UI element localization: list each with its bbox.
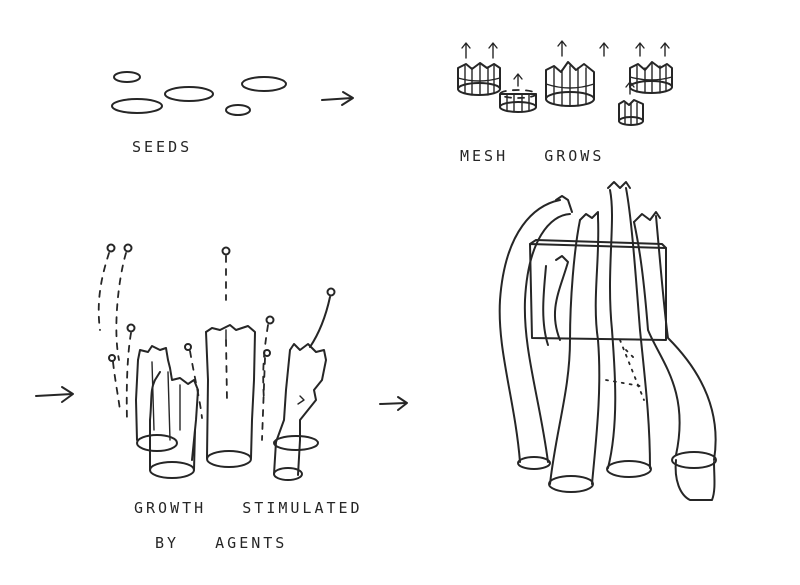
seeds-group <box>111 71 287 116</box>
label-mesh-grows: MESH GROWS <box>460 147 605 165</box>
seed <box>164 86 214 102</box>
seed <box>111 98 163 114</box>
limb <box>498 199 561 463</box>
grown-column <box>135 345 199 479</box>
arrow-right-icon <box>35 386 74 403</box>
limb <box>633 221 681 456</box>
seed <box>113 71 141 83</box>
label-seeds: SEEDS <box>132 138 193 156</box>
mesh-cylinder <box>499 89 537 113</box>
mesh-cylinder <box>629 61 673 94</box>
arrow-right-icon <box>321 91 354 106</box>
limb <box>607 189 617 469</box>
mesh-group <box>457 40 673 126</box>
grown-column <box>273 343 327 481</box>
seed <box>241 76 287 92</box>
mesh-cylinder <box>618 99 644 126</box>
grown-column <box>205 324 256 468</box>
label-growth-line2: BY AGENTS <box>155 534 288 552</box>
bounding-box <box>529 243 667 341</box>
agent-growth-group <box>97 243 336 481</box>
label-growth-line1: GROWTH STIMULATED <box>134 499 363 517</box>
mesh-cylinder <box>457 62 501 96</box>
mesh-cylinder <box>545 61 595 107</box>
seed <box>225 104 251 116</box>
result-structure <box>498 181 717 501</box>
up-arrows <box>461 40 670 95</box>
limb <box>549 219 581 485</box>
arrow-right-icon <box>379 396 408 411</box>
agent-trails <box>97 243 336 441</box>
